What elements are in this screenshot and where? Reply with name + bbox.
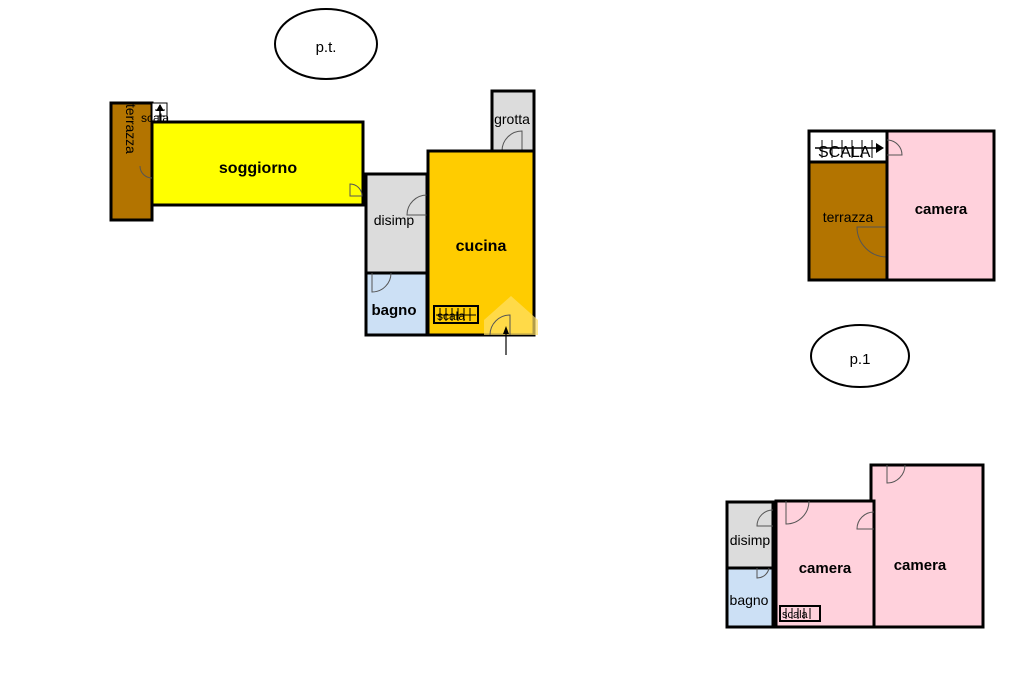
room-label-cucina: cucina (456, 238, 507, 255)
door-camera-upper (886, 139, 903, 156)
room-terrazza-pt (109, 101, 154, 222)
door-bagno-p1 (756, 567, 770, 579)
door-soggiorno (349, 183, 363, 197)
door-disimp-pt (406, 194, 428, 216)
room-label-scala-cucina: scala (437, 309, 465, 323)
door-camera-p1-a (785, 500, 810, 525)
door-grotta (501, 130, 523, 152)
room-bagno-p1 (725, 566, 775, 629)
room-label-disimp-p1: disimp (730, 532, 771, 548)
room-label-camera-p1-b: camera (894, 557, 947, 574)
level-label-pt-text: p.t. (316, 39, 337, 56)
room-label-camera-upper: camera (915, 201, 968, 218)
room-label-bagno-pt: bagno (372, 302, 417, 319)
room-label-soggiorno: soggiorno (219, 160, 297, 177)
room-label-camera-p1-a: camera (799, 560, 852, 577)
room-camera-p1-b (869, 463, 985, 629)
room-camera-upper (885, 129, 996, 282)
room-label-disimp-pt: disimp (374, 212, 415, 228)
room-label-grotta: grotta (494, 111, 530, 127)
door-entrance (489, 314, 511, 336)
door-disimp-p1 (756, 509, 774, 527)
stair-treads-upper (821, 140, 873, 158)
door-camera-p1-b-side (856, 511, 875, 530)
room-grotta (490, 89, 536, 153)
entrance-arrowhead (503, 326, 509, 334)
stair-arrowhead-upper (876, 143, 884, 153)
room-bagno-pt (364, 271, 429, 337)
level-label-pt: p.t. (274, 8, 378, 80)
door-bagno-pt (371, 272, 392, 293)
room-label-terrazza-upper: terrazza (823, 209, 874, 225)
room-soggiorno (150, 120, 365, 207)
door-terrazza-soggiorno (139, 165, 153, 179)
room-terrazza-upper (807, 160, 889, 282)
stair-arrowhead-pt (156, 104, 164, 111)
entrance-marker (484, 296, 538, 335)
stair-treads-p1 (785, 608, 811, 619)
room-label-scala-p1: scala (782, 609, 809, 621)
room-label-scala-upper: SCALA (818, 144, 871, 161)
door-camera-p1-b-top (886, 464, 906, 484)
level-label-p1: p.1 (810, 324, 910, 388)
door-terrazza-upper (856, 226, 888, 258)
level-label-p1-text: p.1 (850, 351, 871, 368)
room-label-bagno-p1: bagno (730, 592, 769, 608)
room-label-terrazza-pt: t e r r a z z a (123, 104, 139, 154)
